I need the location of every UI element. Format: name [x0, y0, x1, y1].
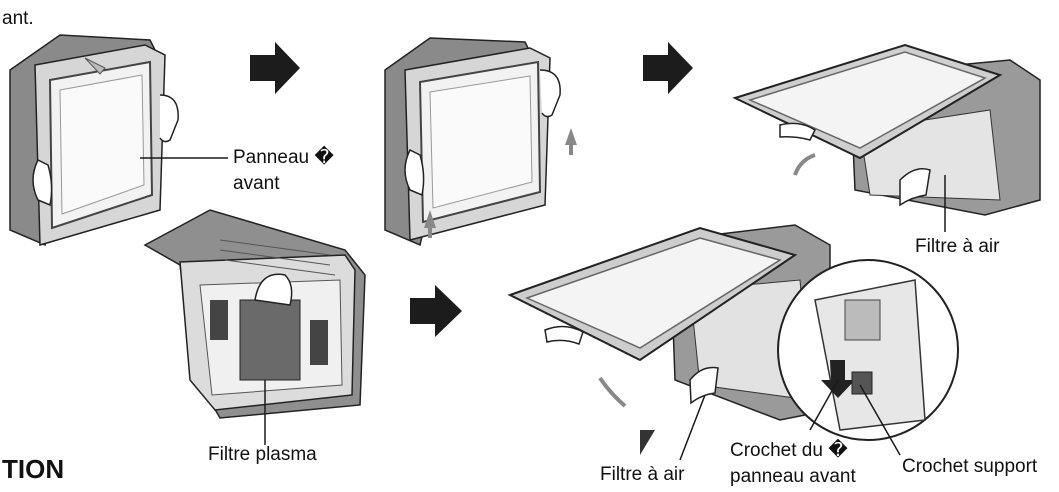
label-front-panel-hook: Crochet du �	[730, 440, 848, 461]
label-front-panel-hook-line2: panneau avant	[730, 466, 856, 487]
label-front-panel-line2: avant	[233, 173, 280, 194]
unit-step1	[9, 34, 179, 247]
top-text-fragment: ant.	[2, 8, 34, 29]
hook-detail-zoom	[777, 259, 959, 441]
label-front-panel: Panneau �	[233, 147, 334, 168]
step-arrow-1	[250, 42, 300, 94]
unit-step3	[732, 43, 1041, 216]
label-air-filter-top: Filtre à air	[915, 236, 1000, 257]
leader-support-hook	[859, 384, 901, 456]
step-arrow-3	[410, 285, 462, 337]
step-arrow-2	[643, 42, 693, 94]
leader-air-filter-bottom	[679, 394, 706, 461]
unit-step2	[384, 37, 577, 247]
unit-plasma	[143, 209, 366, 419]
label-support-hook: Crochet support	[902, 456, 1038, 477]
leader-front-panel-hook	[809, 379, 839, 431]
label-air-filter-bottom: Filtre à air	[600, 464, 685, 485]
section-heading-fragment: TION	[2, 454, 65, 484]
label-plasma-filter: Filtre plasma	[208, 444, 317, 465]
